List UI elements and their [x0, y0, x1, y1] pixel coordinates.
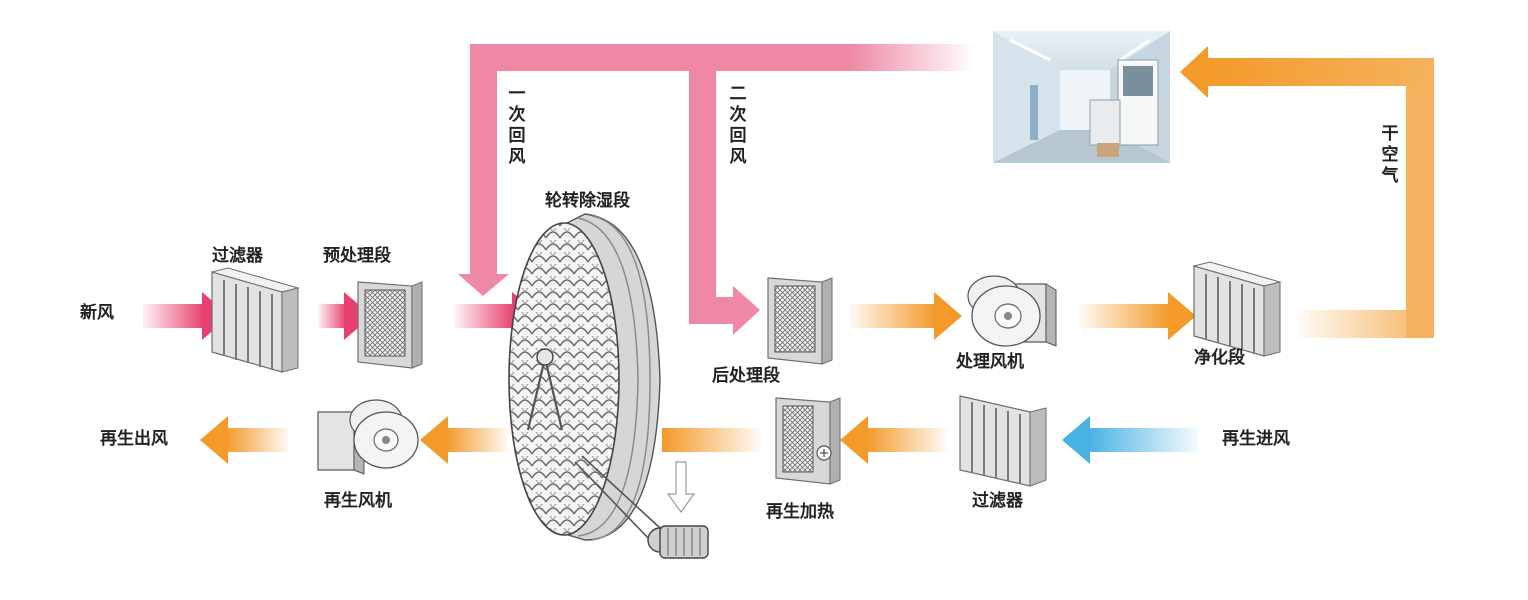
- secondary-return-duct: [689, 71, 760, 335]
- label-rotor-section: 轮转除湿段: [545, 191, 630, 211]
- regen-fan: [317, 399, 419, 475]
- label-regen-outlet: 再生出风: [100, 429, 168, 449]
- cleanroom-photo: [993, 31, 1170, 163]
- primary-return-duct: [458, 44, 975, 296]
- purification-unit: [1192, 261, 1282, 357]
- label-regen-heating: 再生加热: [766, 502, 834, 522]
- label-process-fan: 处理风机: [956, 352, 1024, 372]
- process-air-arrow-2: [1080, 292, 1196, 340]
- label-post-treatment: 后处理段: [712, 366, 780, 386]
- post-treatment-unit: [767, 277, 833, 365]
- desiccant-rotor: [508, 213, 709, 559]
- label-filter-bottom: 过滤器: [972, 491, 1023, 511]
- label-secondary-return: 二次回风: [729, 84, 747, 167]
- regen-heater: [775, 397, 841, 485]
- process-air-arrow-1: [850, 292, 962, 340]
- label-purification: 净化段: [1194, 348, 1245, 368]
- dry-air-duct: [1180, 46, 1434, 338]
- filter-bottom: [959, 395, 1047, 487]
- label-regen-inlet: 再生进风: [1222, 429, 1290, 449]
- label-filter-top: 过滤器: [212, 246, 263, 266]
- regen-inlet-arrow: [1062, 416, 1198, 464]
- pretreatment-unit: [357, 281, 423, 369]
- label-dry-air: 干空气: [1381, 124, 1399, 186]
- process-fan: [967, 275, 1057, 347]
- label-pretreatment: 预处理段: [323, 246, 391, 266]
- regen-fan-arrow: [420, 416, 508, 464]
- label-fresh-air: 新风: [80, 303, 114, 323]
- regen-heating-arrow: [840, 416, 946, 464]
- filter-top: [210, 267, 300, 373]
- rotor-to-heater-bar: [662, 428, 760, 452]
- label-regen-fan: 再生风机: [324, 491, 392, 511]
- label-primary-return: 一次回风: [508, 84, 526, 167]
- regen-outlet-arrow: [200, 416, 288, 464]
